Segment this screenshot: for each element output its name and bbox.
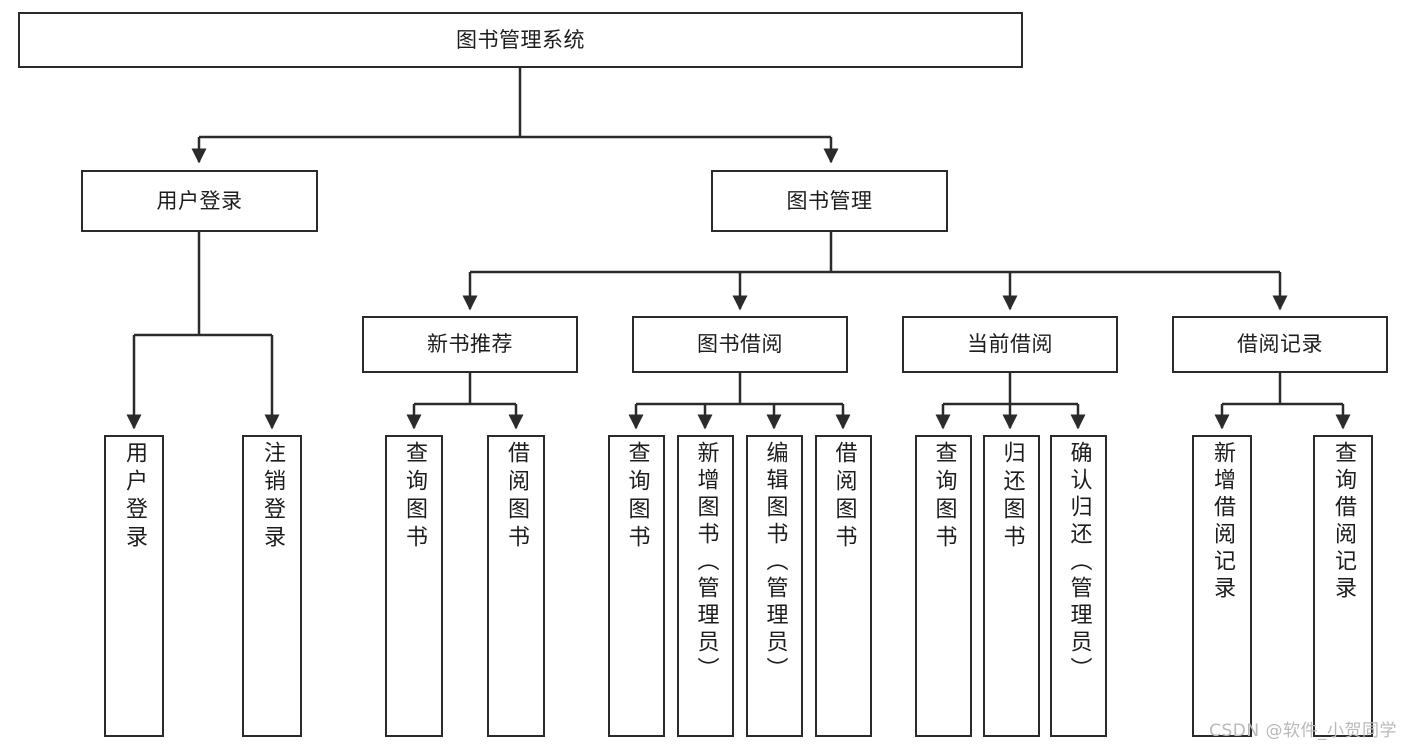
node-root-label: 图书管理系统 [456, 27, 585, 52]
watermark: CSDN @软件_小贺同学 [1209, 721, 1397, 741]
node-book-borrow-label: 图书借阅 [697, 332, 783, 357]
node-leaf-edit-book-label: 编辑图书（管理员） [762, 441, 788, 684]
node-leaf-user-logout-label: 注销登录 [260, 441, 285, 553]
node-leaf-user-logout[interactable]: 注销登录 [242, 435, 302, 737]
node-leaf-query-book-3[interactable]: 查询图书 [915, 435, 972, 737]
node-leaf-borrow-book-1[interactable]: 借阅图书 [487, 435, 545, 737]
node-leaf-query-book-2[interactable]: 查询图书 [608, 435, 665, 737]
node-leaf-user-login-label: 用户登录 [122, 441, 147, 553]
node-leaf-query-book-3-label: 查询图书 [931, 441, 957, 553]
node-leaf-add-record[interactable]: 新增借阅记录 [1192, 435, 1252, 737]
node-new-book-recommend[interactable]: 新书推荐 [362, 316, 578, 373]
node-leaf-query-record[interactable]: 查询借阅记录 [1313, 435, 1373, 737]
node-root[interactable]: 图书管理系统 [18, 12, 1023, 68]
node-book-manage-label: 图书管理 [786, 188, 873, 213]
node-book-manage[interactable]: 图书管理 [711, 170, 948, 232]
node-new-book-recommend-label: 新书推荐 [427, 332, 513, 357]
node-leaf-query-book-1[interactable]: 查询图书 [385, 435, 443, 737]
node-current-borrow[interactable]: 当前借阅 [902, 316, 1118, 373]
node-user-login[interactable]: 用户登录 [81, 170, 318, 232]
node-leaf-edit-book[interactable]: 编辑图书（管理员） [746, 435, 803, 737]
node-leaf-borrow-book-1-label: 借阅图书 [504, 441, 529, 553]
node-leaf-query-book-1-label: 查询图书 [402, 441, 427, 553]
node-borrow-record[interactable]: 借阅记录 [1172, 316, 1388, 373]
node-leaf-user-login[interactable]: 用户登录 [104, 435, 164, 737]
node-leaf-add-record-label: 新增借阅记录 [1210, 441, 1235, 603]
node-leaf-add-book[interactable]: 新增图书（管理员） [677, 435, 734, 737]
node-leaf-query-record-label: 查询借阅记录 [1331, 441, 1356, 603]
node-user-login-label: 用户登录 [156, 188, 243, 213]
node-leaf-confirm-return[interactable]: 确认归还（管理员） [1050, 435, 1107, 737]
node-book-borrow[interactable]: 图书借阅 [632, 316, 848, 373]
node-current-borrow-label: 当前借阅 [967, 332, 1053, 357]
node-leaf-borrow-book-2[interactable]: 借阅图书 [815, 435, 872, 737]
node-leaf-confirm-return-label: 确认归还（管理员） [1066, 441, 1092, 684]
node-leaf-add-book-label: 新增图书（管理员） [693, 441, 719, 684]
node-leaf-return-book[interactable]: 归还图书 [983, 435, 1040, 737]
node-borrow-record-label: 借阅记录 [1237, 332, 1323, 357]
node-leaf-return-book-label: 归还图书 [999, 441, 1025, 553]
node-leaf-borrow-book-2-label: 借阅图书 [831, 441, 857, 553]
node-leaf-query-book-2-label: 查询图书 [624, 441, 650, 553]
